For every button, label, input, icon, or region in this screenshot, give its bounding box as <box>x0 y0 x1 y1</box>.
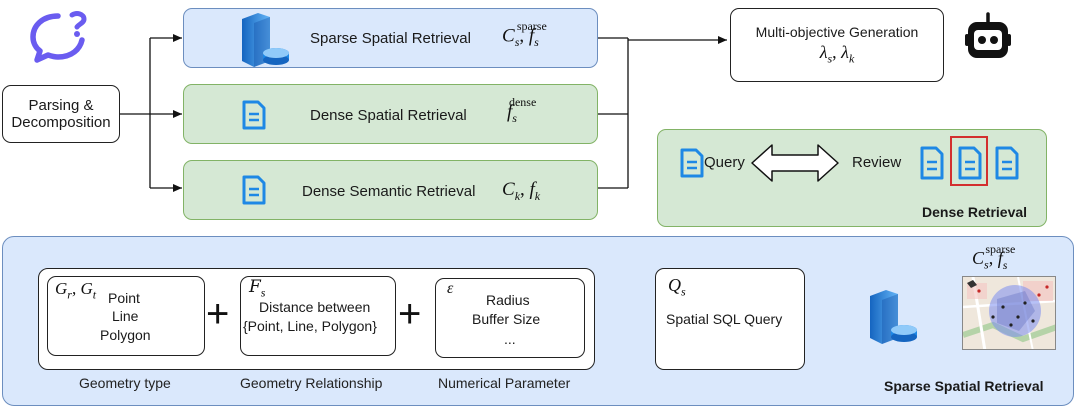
geometry-type-caption: Geometry type <box>79 375 171 391</box>
chat-logo-icon <box>28 10 90 64</box>
sparse-retrieval-label: Sparse Spatial Retrieval <box>310 30 471 47</box>
server-icon <box>232 11 292 67</box>
relationship-symbol: Fs <box>249 277 266 300</box>
spatial-sql-query-box: Qs Spatial SQL Query <box>655 268 805 370</box>
sparse-spatial-retrieval-box: Sparse Spatial Retrieval Cs, fssparse <box>183 8 598 68</box>
dense-spatial-label: Dense Spatial Retrieval <box>310 107 467 124</box>
dense-retrieval-title: Dense Retrieval <box>922 204 1028 220</box>
multi-objective-generation-box: Multi-objective Generation λs, λk <box>730 8 944 82</box>
parsing-decomposition-box: Parsing & Decomposition <box>2 85 120 143</box>
query-symbol: Qs <box>668 275 686 299</box>
dense-spatial-formula: fsdense <box>507 95 537 126</box>
dense-retrieval-panel: Query Review Dense Retrieval <box>657 129 1047 227</box>
generation-label: Multi-objective Generation <box>755 23 919 40</box>
spatial-sql-query-label: Spatial SQL Query <box>666 311 783 327</box>
relationship-line2: {Point, Line, Polygon} <box>243 318 377 334</box>
parsing-line2: Decomposition <box>11 114 111 131</box>
review-label: Review <box>852 154 902 171</box>
highlighted-document-frame <box>950 136 988 186</box>
plus-sign: + <box>206 292 230 336</box>
dense-spatial-retrieval-box: Dense Spatial Retrieval fsdense <box>183 84 598 144</box>
geometry-item-polygon: Polygon <box>100 327 151 343</box>
sparse-retrieval-formula: Cs, fssparse <box>502 19 547 50</box>
relationship-line1: Distance between <box>259 299 371 315</box>
numerical-parameter-box: ε Radius Buffer Size ... <box>435 278 585 358</box>
geometry-item-line: Line <box>112 308 139 324</box>
numerical-symbol: ε <box>447 280 454 297</box>
geometry-type-box: Gr, Gt Point Line Polygon <box>47 276 205 356</box>
numerical-item-ellipsis: ... <box>504 331 516 347</box>
generation-formula: λs, λk <box>819 41 855 66</box>
sparse-spatial-retrieval-title: Sparse Spatial Retrieval <box>884 378 1044 394</box>
parsing-line1: Parsing & <box>28 97 94 114</box>
numerical-item-radius: Radius <box>486 292 530 308</box>
sparse-result-formula: Cs, fssparse <box>972 242 1016 272</box>
geometry-item-point: Point <box>108 290 140 306</box>
numerical-parameter-caption: Numerical Parameter <box>438 375 571 391</box>
geometry-symbols: Gr, Gt <box>55 279 97 302</box>
dense-semantic-formula: Ck, fk <box>502 179 541 203</box>
plus-sign: + <box>398 292 422 336</box>
numerical-item-buffer: Buffer Size <box>472 311 541 327</box>
query-label: Query <box>704 154 745 171</box>
dense-semantic-retrieval-box: Dense Semantic Retrieval Ck, fk <box>183 160 598 220</box>
map-thumbnail-icon <box>962 276 1056 350</box>
geometry-relationship-box: Fs Distance between {Point, Line, Polygo… <box>240 276 396 356</box>
dense-semantic-label: Dense Semantic Retrieval <box>302 183 476 200</box>
geometry-relationship-caption: Geometry Relationship <box>240 375 383 391</box>
